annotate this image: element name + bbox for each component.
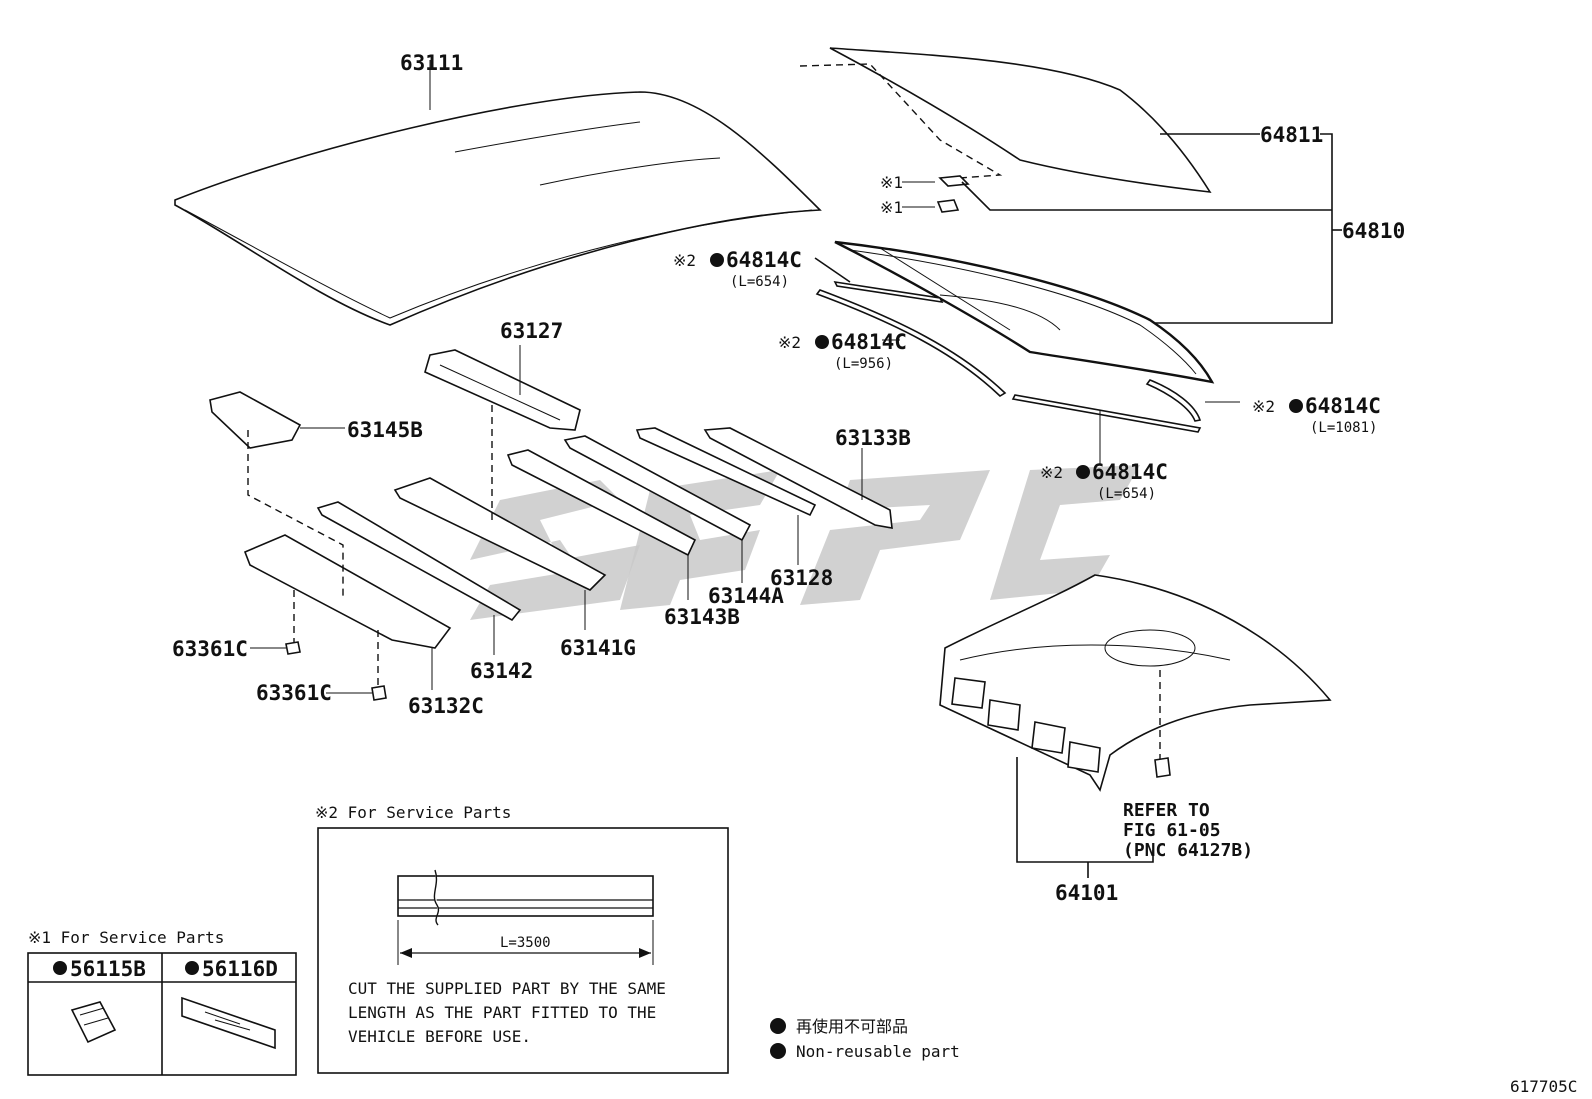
label-63142: 63142	[470, 659, 533, 683]
label-63132C: 63132C	[408, 694, 484, 718]
refer-line-2: FIG 61-05	[1123, 820, 1221, 841]
label-63133B: 63133B	[835, 426, 911, 450]
service-box-1-title: ※1 For Service Parts	[28, 928, 224, 947]
label-63144A: 63144A	[708, 584, 784, 608]
legend-line-1: 再使用不可部品	[796, 1017, 908, 1036]
figure-id: 617705C	[1510, 1077, 1577, 1096]
label-63361C-lower: 63361C	[256, 681, 332, 705]
service-box-2-instruction-3: VEHICLE BEFORE USE.	[348, 1027, 531, 1046]
label-63128: 63128	[770, 566, 833, 590]
non-reusable-dot-icon	[185, 961, 199, 975]
legend: 再使用不可部品 Non-reusable part	[770, 1017, 960, 1061]
label-63145B: 63145B	[347, 418, 423, 442]
service-parts-box-1: ※1 For Service Parts 56115B 56116D	[27, 928, 297, 1076]
label-63141G: 63141G	[560, 636, 636, 660]
label-63127: 63127	[500, 319, 563, 343]
molding-label-3: ※2 64814C (L=1081)	[1252, 394, 1381, 436]
molding-2-mark: ※2	[778, 333, 801, 352]
label-63143B: 63143B	[664, 605, 740, 629]
molding-4-mark: ※2	[1040, 463, 1063, 482]
refer-line-1: REFER TO	[1123, 800, 1210, 821]
service-box-2-title: ※2 For Service Parts	[315, 803, 511, 822]
rear-body-panel	[939, 574, 1332, 878]
non-reusable-dot-icon	[1076, 465, 1090, 479]
clip-mark-1: ※1	[880, 173, 903, 192]
molding-2-length: (L=956)	[834, 356, 893, 372]
label-64101: 64101	[1055, 881, 1118, 905]
molding-2-pn: 64814C	[831, 330, 907, 354]
non-reusable-dot-icon	[770, 1043, 786, 1059]
label-64810: 64810	[1342, 219, 1405, 243]
roof-panel	[174, 60, 822, 326]
refer-line-3: (PNC 64127B)	[1123, 840, 1253, 861]
back-window-assembly	[814, 240, 1240, 465]
service-box-2-length: L=3500	[500, 935, 551, 951]
molding-label-4: ※2 64814C (L=654)	[1040, 460, 1168, 502]
non-reusable-dot-icon	[815, 335, 829, 349]
molding-3-mark: ※2	[1252, 397, 1275, 416]
label-64811: 64811	[1260, 123, 1323, 147]
clip-mark-2: ※1	[880, 198, 903, 217]
part-labels: 63111 64811 64810 63127 63145B 63133B 63…	[172, 51, 1405, 905]
clip-mark-labels: ※1 ※1	[880, 173, 903, 217]
molding-4-pn: 64814C	[1092, 460, 1168, 484]
molding-3-length: (L=1081)	[1310, 420, 1377, 436]
legend-line-2: Non-reusable part	[796, 1042, 960, 1061]
molding-1-mark: ※2	[673, 251, 696, 270]
molding-3-pn: 64814C	[1305, 394, 1381, 418]
assy-bracket-64810	[1150, 133, 1342, 324]
service-box-2-instruction-1: CUT THE SUPPLIED PART BY THE SAME	[348, 979, 666, 998]
non-reusable-dot-icon	[53, 961, 67, 975]
molding-label-1: ※2 64814C (L=654)	[673, 248, 802, 290]
refer-note: REFER TO FIG 61-05 (PNC 64127B)	[1123, 800, 1253, 861]
molding-1-pn: 64814C	[726, 248, 802, 272]
molding-label-2: ※2 64814C (L=956)	[778, 330, 907, 372]
back-window-glass	[799, 47, 1260, 193]
service-box-1-col1: 56115B	[70, 957, 146, 981]
service-parts-box-2: ※2 For Service Parts L=3500 CUT THE SUPP…	[315, 803, 729, 1074]
roof-reinforcements	[209, 345, 893, 701]
clip-parts	[902, 175, 1332, 213]
label-63111: 63111	[400, 51, 463, 75]
molding-1-length: (L=654)	[730, 274, 789, 290]
label-63361C-upper: 63361C	[172, 637, 248, 661]
non-reusable-dot-icon	[1289, 399, 1303, 413]
non-reusable-dot-icon	[770, 1018, 786, 1034]
molding-4-length: (L=654)	[1097, 486, 1156, 502]
non-reusable-dot-icon	[710, 253, 724, 267]
service-box-1-col2: 56116D	[202, 957, 278, 981]
service-box-2-instruction-2: LENGTH AS THE PART FITTED TO THE	[348, 1003, 656, 1022]
